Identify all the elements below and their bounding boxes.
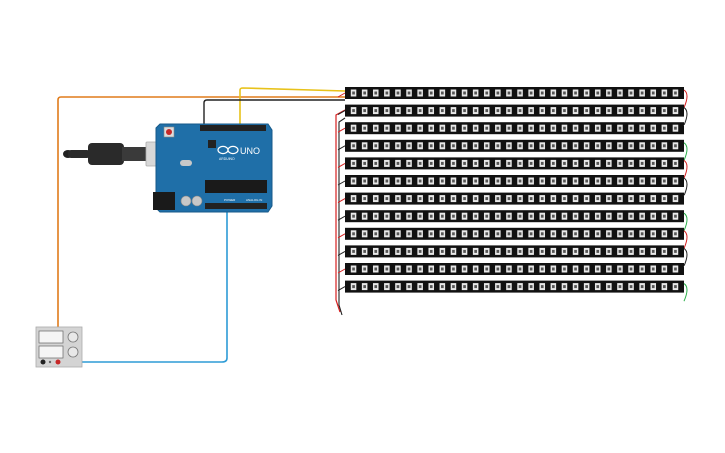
led-strip[interactable] xyxy=(345,122,684,135)
wire-group xyxy=(57,87,346,363)
led-strip[interactable] xyxy=(345,227,684,240)
led-strip[interactable] xyxy=(345,263,684,275)
power-header-label: POWER xyxy=(224,198,236,202)
strip-input-wire[interactable] xyxy=(337,127,346,133)
led-strip[interactable] xyxy=(345,139,684,152)
led-strip[interactable] xyxy=(345,87,684,99)
psu-terminal-neg[interactable] xyxy=(40,359,46,365)
strip-input-wire[interactable] xyxy=(337,250,346,256)
strip-input-wire[interactable] xyxy=(337,145,346,151)
board-brand-label: ARDUINO xyxy=(219,157,235,161)
strip-input-wire[interactable] xyxy=(337,110,346,116)
led-strip-array xyxy=(337,87,688,302)
strip-input-wire[interactable] xyxy=(337,286,346,292)
strip-input-wire[interactable] xyxy=(337,198,346,204)
strip-input-wire[interactable] xyxy=(337,233,346,239)
power-supply[interactable] xyxy=(35,326,83,368)
power-jack[interactable] xyxy=(153,192,175,210)
led-strip[interactable] xyxy=(345,157,684,170)
yellow-wire[interactable] xyxy=(239,87,346,127)
left-feeder-black[interactable] xyxy=(338,117,346,316)
strip-connector-wire[interactable] xyxy=(683,159,688,179)
strip-connector-wire[interactable] xyxy=(683,124,688,144)
psu-terminal-pos[interactable] xyxy=(55,359,61,365)
atmega-chip xyxy=(205,180,267,193)
led-strip[interactable] xyxy=(345,192,684,205)
strip-connector-wire[interactable] xyxy=(683,247,688,267)
psu-display-1 xyxy=(38,330,64,344)
strip-input-wire[interactable] xyxy=(337,268,346,274)
strip-connector-wire[interactable] xyxy=(683,195,688,214)
strip-connector-wire[interactable] xyxy=(683,212,688,232)
strip-input-wire[interactable] xyxy=(337,215,346,221)
blue-wire[interactable] xyxy=(58,210,228,363)
led-strip[interactable] xyxy=(345,245,684,258)
psu-knob-2[interactable] xyxy=(67,346,79,358)
led-strip[interactable] xyxy=(345,280,684,293)
strip-input-wire[interactable] xyxy=(337,180,346,186)
strip-connector-wire[interactable] xyxy=(683,142,688,161)
psu-knob-1[interactable] xyxy=(67,331,79,343)
led-strip[interactable] xyxy=(345,104,684,117)
arduino-uno-board[interactable]: UNO ARDUINO POWER ANALOG IN xyxy=(153,123,273,213)
black-wire[interactable] xyxy=(203,99,345,127)
orange-wire[interactable] xyxy=(57,96,345,335)
led-strip[interactable] xyxy=(345,210,684,223)
psu-display-2 xyxy=(38,345,64,359)
strip-connector-wire[interactable] xyxy=(683,283,688,302)
strip-connector-wire[interactable] xyxy=(683,230,688,249)
strip-connector-wire[interactable] xyxy=(683,107,688,126)
led-strip[interactable] xyxy=(345,175,684,187)
strip-connector-wire[interactable] xyxy=(683,265,688,284)
board-model-label: UNO xyxy=(240,146,260,156)
strip-connector-wire[interactable] xyxy=(683,89,688,108)
strip-input-wire[interactable] xyxy=(337,162,346,168)
infinity-logo-icon xyxy=(217,145,239,155)
strip-connector-wire[interactable] xyxy=(683,177,688,196)
left-feeder-red[interactable] xyxy=(335,109,346,313)
analog-header-label: ANALOG IN xyxy=(246,198,262,202)
strip-input-wire[interactable] xyxy=(337,92,346,98)
